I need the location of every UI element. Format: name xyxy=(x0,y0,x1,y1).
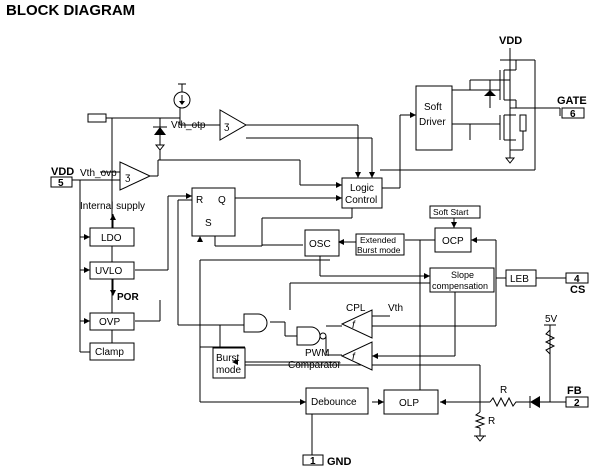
pin-gnd-label: GND xyxy=(327,456,352,468)
pin-gate-number: 6 xyxy=(570,109,576,120)
pin-vdd-left-number: 5 xyxy=(58,178,64,189)
olp-block: OLP xyxy=(383,389,439,415)
resistor-icon xyxy=(544,324,556,355)
otp-comparator: ʒ xyxy=(219,109,248,141)
ovp-label: OVP xyxy=(99,317,120,328)
soft-driver-label-1: Soft xyxy=(424,102,442,113)
debounce-block: Debounce xyxy=(305,387,369,415)
olp-label: OLP xyxy=(399,398,419,409)
pin-vdd-left-label: VDD xyxy=(51,166,74,178)
extended-burst-label-2: Burst mode xyxy=(357,245,401,255)
burst-mode-label-2: mode xyxy=(216,365,241,376)
burst-mode-block: Burst mode xyxy=(212,347,246,379)
vth-label: Vth xyxy=(388,303,403,314)
clamp-block: Clamp xyxy=(89,342,135,361)
slope-compensation-label-2: compensation xyxy=(432,281,488,291)
soft-driver-block: Soft Driver xyxy=(415,85,453,151)
pin-gnd-number: 1 xyxy=(310,456,316,467)
rs-latch-block: R S Q xyxy=(191,187,236,237)
diagram-title: BLOCK DIAGRAM xyxy=(6,2,136,19)
pwm-comparator: f xyxy=(340,341,373,371)
five-v-label: 5V xyxy=(545,314,558,325)
pin-cs-label: CS xyxy=(570,284,585,296)
svg-text:ʒ: ʒ xyxy=(224,121,230,132)
pin-vdd-top-label: VDD xyxy=(499,35,522,47)
and-gate-1 xyxy=(243,313,268,333)
r-fb-label: R xyxy=(500,385,507,396)
ocp-block: OCP xyxy=(434,227,472,253)
leb-block: LEB xyxy=(505,269,537,287)
pwm-comparator-label-2: Comparator xyxy=(288,360,341,371)
ldo-block: LDO xyxy=(89,227,135,247)
vth-otp-label: Vth_otp xyxy=(171,120,206,131)
pin-cs-number: 4 xyxy=(574,274,580,285)
osc-block: OSC xyxy=(304,229,340,257)
extended-burst-block: Extended Burst mode xyxy=(355,233,405,256)
debounce-label: Debounce xyxy=(311,397,357,408)
internal-supply-label: Internal supply xyxy=(80,201,145,212)
ovp-block: OVP xyxy=(89,312,135,331)
rs-latch-q: Q xyxy=(218,195,226,206)
input-pin-box xyxy=(87,113,107,123)
pin-gate: GATE 6 xyxy=(557,95,587,120)
por-label: POR xyxy=(117,292,139,303)
diode-icon xyxy=(529,396,540,408)
pin-fb: FB 2 xyxy=(565,385,589,409)
pin-vdd-left: VDD 5 xyxy=(50,166,74,189)
clamp-label: Clamp xyxy=(95,347,124,358)
r-gnd-label: R xyxy=(488,416,495,427)
uvlo-label: UVLO xyxy=(95,266,122,277)
pin-fb-label: FB xyxy=(567,385,582,397)
ldo-label: LDO xyxy=(101,233,122,244)
pin-cs: 4 CS xyxy=(565,272,589,296)
current-source-icon xyxy=(173,83,191,109)
burst-mode-label-1: Burst xyxy=(216,353,240,364)
pin-vdd-top: VDD xyxy=(499,35,522,47)
rs-latch-s: S xyxy=(205,218,212,229)
osc-label: OSC xyxy=(309,239,331,250)
resistor-icon xyxy=(489,396,520,408)
logic-control-label-2: Control xyxy=(345,195,377,206)
cpl-comparator: f xyxy=(340,309,373,339)
and-gate-2 xyxy=(296,326,327,346)
ovp-comparator: ʒ xyxy=(119,161,152,191)
soft-start-block: Soft Start xyxy=(429,205,481,219)
svg-text:f: f xyxy=(352,352,356,363)
pwm-comparator-label-1: PWM xyxy=(305,348,329,359)
logic-control-label-1: Logic xyxy=(350,183,374,194)
logic-control-block: Logic Control xyxy=(341,177,383,209)
pin-fb-number: 2 xyxy=(574,398,580,409)
cpl-label: CPL xyxy=(346,303,366,314)
extended-burst-label-1: Extended xyxy=(360,235,396,245)
pin-gnd: 1 GND xyxy=(302,454,352,468)
ocp-label: OCP xyxy=(442,236,464,247)
slope-compensation-label-1: Slope xyxy=(451,270,474,280)
resistor-icon xyxy=(474,411,486,442)
soft-start-label: Soft Start xyxy=(433,207,469,217)
mosfet-stage-icon xyxy=(483,48,535,164)
slope-compensation-block: Slope compensation xyxy=(429,267,495,293)
svg-text:ʒ: ʒ xyxy=(125,172,131,183)
leb-label: LEB xyxy=(510,274,529,285)
svg-text:f: f xyxy=(352,320,356,331)
rs-latch-r: R xyxy=(196,195,203,206)
arrowheads xyxy=(84,112,477,405)
vth-ovp-label: Vth_ovp xyxy=(80,168,117,179)
pin-gate-label: GATE xyxy=(557,95,587,107)
zener-diode-icon xyxy=(153,126,167,151)
uvlo-block: UVLO xyxy=(89,261,135,280)
soft-driver-label-2: Driver xyxy=(419,117,446,128)
